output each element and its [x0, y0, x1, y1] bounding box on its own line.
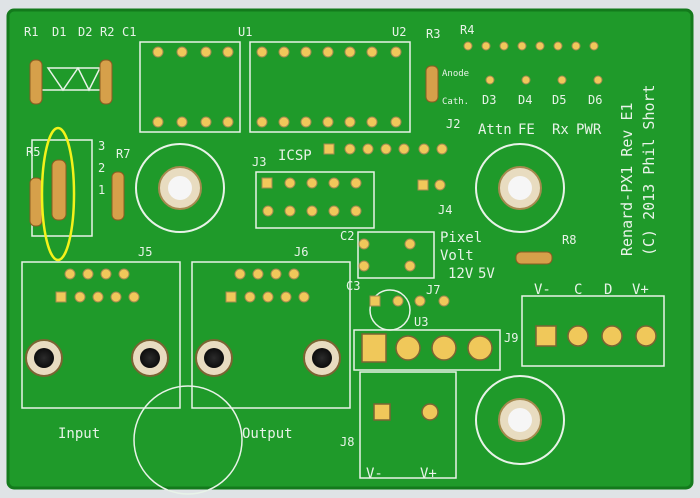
label-j8-vminus: V- — [366, 466, 383, 482]
label-j3: J3 — [252, 155, 266, 169]
label-j6: J6 — [294, 245, 308, 259]
label-j8: J8 — [340, 435, 354, 449]
label-r5: R5 — [26, 145, 40, 159]
d2-symbol — [76, 67, 102, 92]
label-r1: R1 — [24, 25, 38, 39]
label-vplus: V+ — [632, 282, 649, 298]
label-n1: 1 — [98, 183, 105, 197]
highlight-ellipse — [40, 126, 76, 262]
label-r4: R4 — [460, 23, 474, 37]
label-c1: C1 — [122, 25, 136, 39]
label-j9: J9 — [504, 331, 518, 345]
label-d6: D6 — [588, 93, 602, 107]
ic-pads — [152, 46, 402, 128]
j5-outline — [21, 261, 181, 409]
j3-outline — [255, 171, 375, 229]
label-output: Output — [242, 426, 293, 442]
power-pads — [361, 325, 657, 421]
mounting-hole-right-outline — [475, 143, 565, 233]
label-d1: D1 — [52, 25, 66, 39]
board-title-group: Renard-PX1 Rev E1 (C) 2013 Phil Short — [618, 84, 658, 256]
d1-symbol — [46, 67, 80, 92]
mounting-hole-left-bore — [168, 176, 192, 200]
label-j7: J7 — [426, 283, 440, 297]
label-volt: Volt — [440, 248, 474, 264]
label-attn: Attn — [478, 122, 512, 138]
label-j8-vplus: V+ — [420, 466, 437, 482]
label-vminus: V- — [534, 282, 551, 298]
label-icsp: ICSP — [278, 148, 312, 164]
silkscreen-outlines — [21, 41, 665, 495]
input-output-circle — [133, 385, 243, 495]
board-copyright: (C) 2013 Phil Short — [640, 84, 658, 256]
label-u3: U3 — [414, 315, 428, 329]
label-fe: FE — [518, 122, 535, 138]
label-r7: R7 — [116, 147, 130, 161]
label-12v: 12V — [448, 266, 474, 282]
label-n3: 3 — [98, 139, 105, 153]
jack-pads — [25, 339, 341, 377]
label-r2: R2 — [100, 25, 114, 39]
mounting-hole-bottom-bore — [508, 408, 532, 432]
label-u1: U1 — [238, 25, 252, 39]
pcb-board — [6, 8, 694, 490]
u1-outline-left — [139, 41, 241, 133]
label-j2: J2 — [446, 117, 460, 131]
label-u2: U2 — [392, 25, 406, 39]
label-input: Input — [58, 426, 100, 442]
c3-outline — [369, 289, 411, 331]
label-d: D — [604, 282, 612, 298]
header-pads — [261, 41, 603, 307]
jack-pins — [55, 268, 310, 303]
j8-outline — [359, 371, 457, 479]
label-d2: D2 — [78, 25, 92, 39]
label-n2: 2 — [98, 161, 105, 175]
label-r3: R3 — [426, 27, 440, 41]
label-pwr: PWR — [576, 122, 602, 138]
label-5v: 5V — [478, 266, 495, 282]
j6-outline — [191, 261, 351, 409]
resistors — [29, 59, 553, 265]
label-d4: D4 — [518, 93, 532, 107]
label-pixel: Pixel — [440, 230, 482, 246]
label-rx: Rx — [552, 122, 569, 138]
label-c2: C2 — [340, 229, 354, 243]
label-c: C — [574, 282, 582, 298]
mounting-holes — [135, 143, 565, 465]
label-cath: Cath. — [442, 97, 469, 107]
c2-outline — [357, 231, 435, 279]
label-c3: C3 — [346, 279, 360, 293]
label-r8: R8 — [562, 233, 576, 247]
board-title: Renard-PX1 Rev E1 — [618, 102, 636, 256]
j7-outline — [353, 329, 501, 371]
j9-outline — [521, 295, 665, 367]
mounting-hole-left-outline — [135, 143, 225, 233]
label-j5: J5 — [138, 245, 152, 259]
u1-outline — [249, 41, 411, 133]
label-d3: D3 — [482, 93, 496, 107]
mounting-hole-bottom-outline — [475, 375, 565, 465]
mounting-hole-right-bore — [508, 176, 532, 200]
label-j4: J4 — [438, 203, 452, 217]
label-anode: Anode — [442, 69, 469, 79]
label-d5: D5 — [552, 93, 566, 107]
